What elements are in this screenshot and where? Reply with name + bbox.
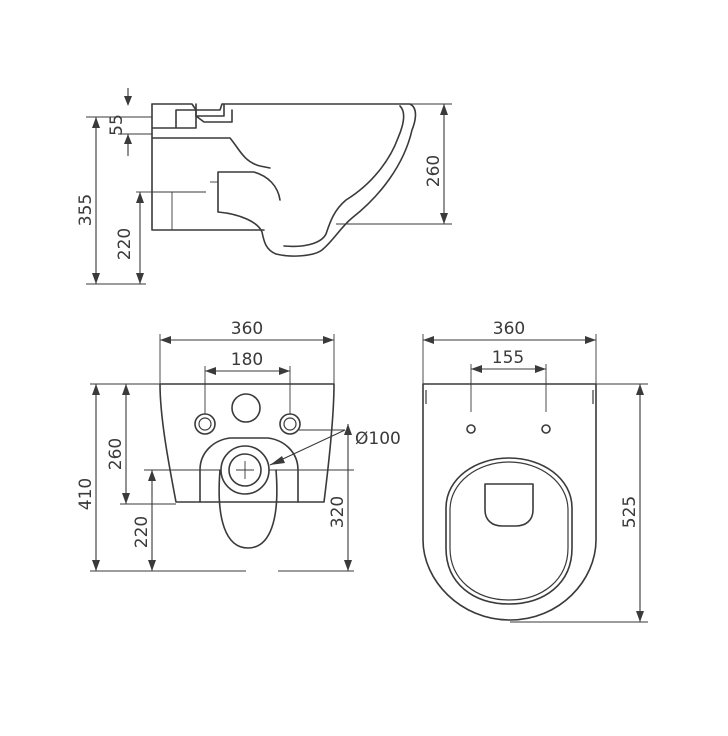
top-view-outline [422, 383, 597, 621]
front-view-lower [218, 469, 278, 549]
front-dim-260: 260 [106, 438, 126, 470]
front-dim-pipe: Ø100 [355, 429, 401, 449]
front-view-outline [159, 383, 335, 503]
side-dim-220: 220 [115, 228, 135, 260]
top-view: 360 155 525 [422, 319, 648, 623]
top-view-seat-inner [449, 461, 569, 601]
side-view: 55 355 220 260 [76, 88, 452, 285]
side-dim-260: 260 [424, 155, 444, 187]
top-view-bowl-opening [484, 483, 534, 527]
front-view-bowl [199, 437, 299, 503]
fixing-hole-left-inner [198, 417, 212, 431]
fixing-hole-left [194, 413, 216, 435]
outlet-inner [228, 453, 262, 487]
side-view-back-mount [151, 103, 271, 231]
side-view-outline [151, 103, 417, 257]
side-view-inlet [195, 103, 233, 123]
top-dim-155: 155 [492, 348, 524, 368]
front-dim-360: 360 [231, 319, 263, 339]
front-view: 360 180 Ø100 410 260 220 [76, 319, 401, 572]
front-dim-320: 320 [328, 496, 348, 528]
top-dim-360: 360 [493, 319, 525, 339]
front-dim-410: 410 [76, 478, 96, 510]
top-view-seat [445, 457, 573, 605]
top-dim-525: 525 [620, 496, 640, 528]
front-dim-220: 220 [132, 516, 152, 548]
fixing-hole-right [279, 413, 301, 435]
inlet-hole [231, 393, 261, 423]
side-dim-55: 55 [107, 114, 127, 136]
fixing-hole-right-inner [283, 417, 297, 431]
top-hole-left [466, 424, 476, 434]
side-dim-355: 355 [76, 194, 96, 226]
top-hole-right [541, 424, 551, 434]
front-dim-180: 180 [231, 350, 263, 370]
side-view-inner-rim [283, 105, 405, 248]
